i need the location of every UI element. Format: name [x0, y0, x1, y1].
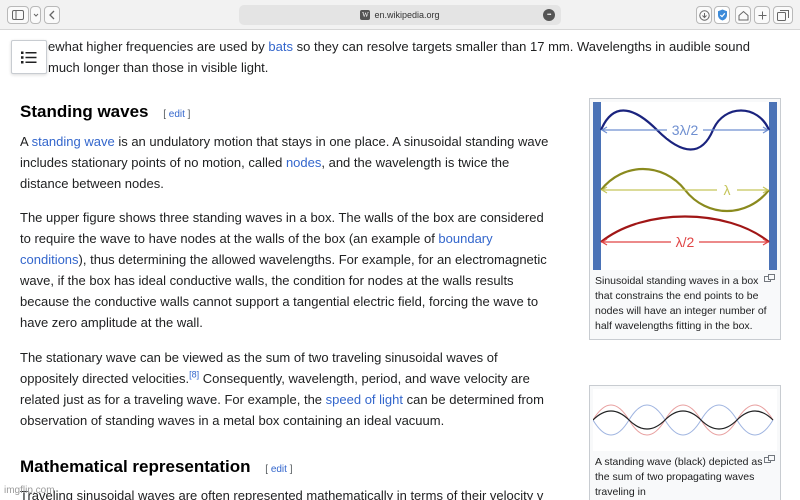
- figure-caption: Sinusoidal standing waves in a box that …: [593, 270, 777, 336]
- standing-wave-curve: [593, 410, 774, 430]
- math-representation-heading: Mathematical representation [ edit ]: [20, 457, 293, 477]
- edit-link[interactable]: edit: [270, 464, 287, 475]
- intro-line-2: much longer than those in visible light.: [48, 60, 269, 75]
- para2-line6: have zero amplitude at the wall.: [20, 315, 203, 330]
- wave-three-half-wavelengths: [599, 109, 771, 151]
- intro-line-1: ewhat higher frequencies are used by bat…: [48, 39, 750, 54]
- url-text: en.wikipedia.org: [374, 10, 440, 20]
- para3-line1: The stationary wave can be viewed as the…: [20, 350, 498, 365]
- download-button[interactable]: [696, 6, 712, 24]
- figure-caption: A standing wave (black) depicted as the …: [593, 451, 777, 500]
- home-icon: [738, 10, 748, 20]
- tab-overview-button[interactable]: [773, 6, 793, 24]
- para2-line3: conditions), thus determining the allowe…: [20, 252, 547, 267]
- sidebar-icon: [12, 10, 24, 20]
- enlarge-icon[interactable]: [764, 453, 775, 468]
- section-title: Standing waves: [20, 102, 149, 121]
- label-half-lambda: λ/2: [676, 234, 695, 250]
- nodes-link[interactable]: nodes: [285, 155, 322, 170]
- browser-toolbar: W en.wikipedia.org •••: [0, 0, 800, 30]
- table-of-contents-button[interactable]: [11, 40, 47, 74]
- para3-line2: oppositely directed velocities.[8] Conse…: [20, 369, 530, 386]
- label-lambda: λ: [724, 182, 731, 198]
- para3-line3: related just as for a traveling wave. Fo…: [20, 392, 544, 407]
- edit-section-standing: [ edit ]: [163, 109, 191, 120]
- label-three-half-lambda: 3λ/2: [672, 122, 699, 138]
- plus-icon: [758, 11, 766, 19]
- boundary-conditions-link[interactable]: boundary: [438, 231, 493, 246]
- boundary-conditions-link-2[interactable]: conditions: [20, 252, 79, 267]
- bookmark-button[interactable]: [735, 6, 751, 24]
- para2-line2: to require the wave to have nodes at the…: [20, 231, 493, 246]
- address-bar[interactable]: W en.wikipedia.org •••: [239, 5, 561, 25]
- privacy-shield-button[interactable]: [714, 6, 730, 24]
- para3-line4: observation of standing waves in a metal…: [20, 413, 445, 428]
- standing-waves-image[interactable]: 3λ/2 λ λ/2: [593, 102, 777, 270]
- article-content: ewhat higher frequencies are used by bat…: [0, 30, 800, 500]
- wave-sum-image[interactable]: [593, 389, 777, 451]
- standing-wave-link[interactable]: standing wave: [31, 134, 115, 149]
- standing-waves-heading: Standing waves [ edit ]: [20, 102, 190, 122]
- para2-line1: The upper figure shows three standing wa…: [20, 210, 544, 225]
- edit-link[interactable]: edit: [168, 109, 185, 120]
- math-line1: Traveling sinusoidal waves are often rep…: [20, 488, 544, 500]
- new-tab-button[interactable]: [754, 6, 770, 24]
- edit-section-math: [ edit ]: [265, 464, 293, 475]
- sidebar-toggle-button[interactable]: [7, 6, 29, 24]
- chevron-down-icon: [33, 13, 38, 17]
- enlarge-icon[interactable]: [764, 272, 775, 287]
- figure-standing-wave-sum: A standing wave (black) depicted as the …: [589, 385, 781, 500]
- para1-line1: A standing wave is an undulatory motion …: [20, 134, 549, 149]
- para1-line3: distance between nodes.: [20, 176, 164, 191]
- reference-8-link[interactable]: [8]: [189, 369, 200, 380]
- bats-link[interactable]: bats: [268, 39, 293, 54]
- tab-menu-button[interactable]: [30, 6, 41, 24]
- download-icon: [698, 9, 710, 21]
- back-button[interactable]: [44, 6, 60, 24]
- speed-of-light-link[interactable]: speed of light: [325, 392, 403, 407]
- shield-icon: [717, 9, 727, 21]
- para2-line5: because the conductive walls cannot supp…: [20, 294, 539, 309]
- para2-line4: wave, if the box has ideal conductive wa…: [20, 273, 514, 288]
- wave-half-wavelength: [600, 215, 770, 243]
- tabs-icon: [777, 9, 789, 21]
- wikipedia-icon: W: [360, 10, 371, 20]
- chevron-left-icon: [49, 10, 55, 20]
- section-title: Mathematical representation: [20, 457, 251, 476]
- more-icon[interactable]: •••: [543, 9, 555, 21]
- imgflip-watermark: imgflip.com: [4, 485, 55, 496]
- para1-line2: includes stationary points of no motion,…: [20, 155, 510, 170]
- figure-standing-waves-box: 3λ/2 λ λ/2 Sinusoidal standing waves in …: [589, 98, 781, 340]
- list-icon: [21, 51, 37, 63]
